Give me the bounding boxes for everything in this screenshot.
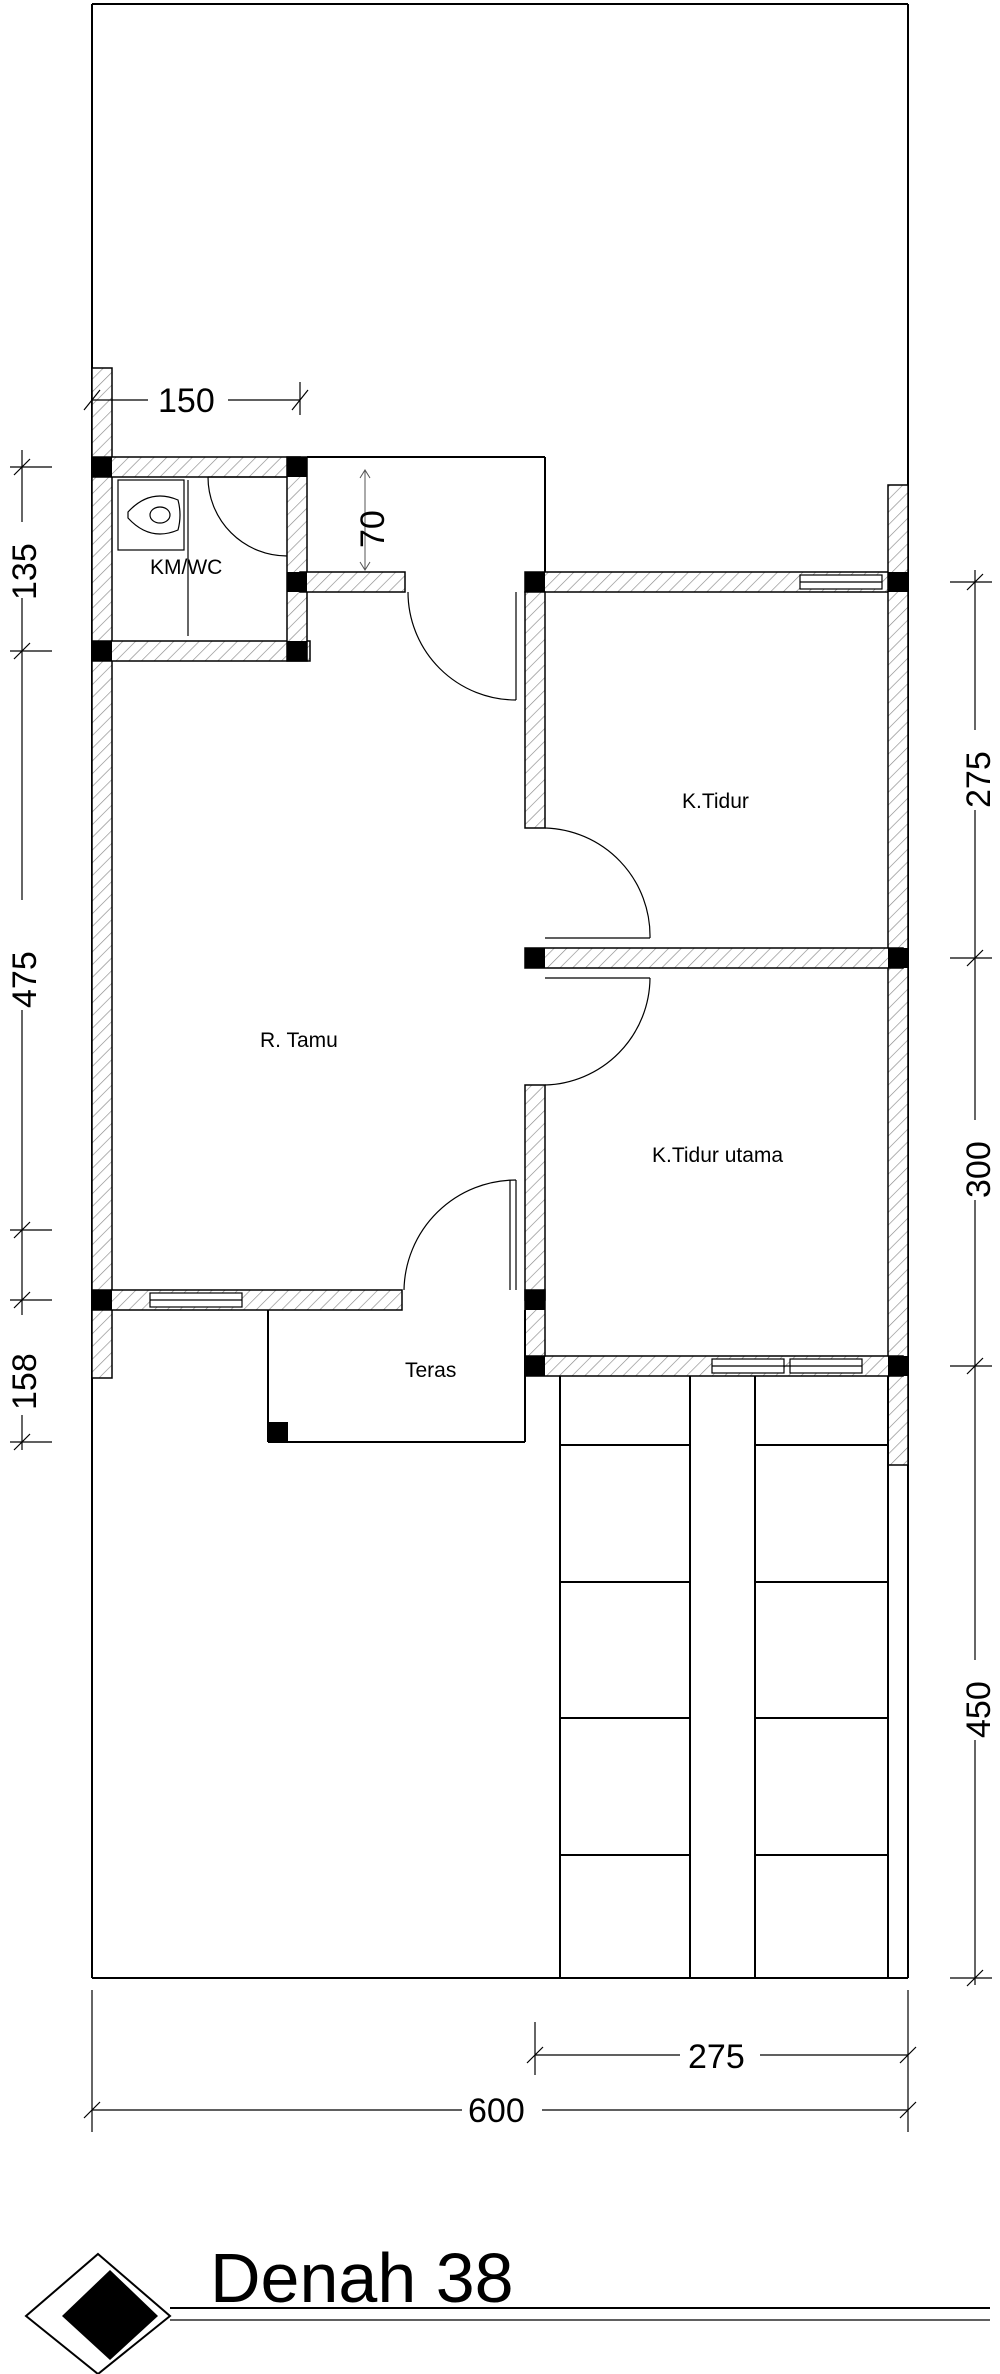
doors — [207, 476, 651, 1291]
svg-text:475: 475 — [6, 951, 44, 1008]
diamond-icon — [24, 2252, 172, 2374]
dimension-bottom-600: 600 — [83, 1990, 917, 2132]
dimension-bottom-275: 275 — [526, 1990, 917, 2076]
driveway — [559, 1376, 889, 1978]
room-label-teras: Teras — [405, 1359, 456, 1382]
teras-outline — [267, 1310, 526, 1443]
svg-text:275: 275 — [688, 2038, 745, 2076]
svg-text:150: 150 — [158, 382, 215, 420]
page-title: Denah 38 — [210, 2239, 514, 2317]
title-block: Denah 38 — [24, 2239, 990, 2374]
svg-text:135: 135 — [6, 543, 44, 600]
room-label-r-tamu: R. Tamu — [260, 1029, 338, 1052]
svg-text:450: 450 — [960, 1681, 998, 1738]
room-label-km-wc: KM/WC — [150, 556, 222, 579]
svg-text:600: 600 — [468, 2092, 525, 2130]
lot-boundary — [91, 3, 909, 1979]
svg-text:275: 275 — [960, 751, 998, 808]
svg-text:300: 300 — [960, 1141, 998, 1198]
room-label-k-tidur-utama: K.Tidur utama — [652, 1144, 783, 1167]
columns — [92, 457, 908, 1442]
wc-fixtures — [117, 479, 189, 636]
dimension-top-150: 150 — [83, 382, 309, 420]
dimension-right-chain: 275 300 450 — [950, 570, 998, 1987]
shaft — [307, 456, 546, 572]
dimension-shaft-70: 70 — [354, 510, 392, 548]
svg-text:158: 158 — [6, 1353, 44, 1410]
dimension-left-chain: 135 475 158 — [6, 450, 52, 1451]
room-label-k-tidur: K.Tidur — [682, 790, 749, 813]
windows — [149, 574, 883, 1374]
svg-text:70: 70 — [354, 510, 392, 548]
